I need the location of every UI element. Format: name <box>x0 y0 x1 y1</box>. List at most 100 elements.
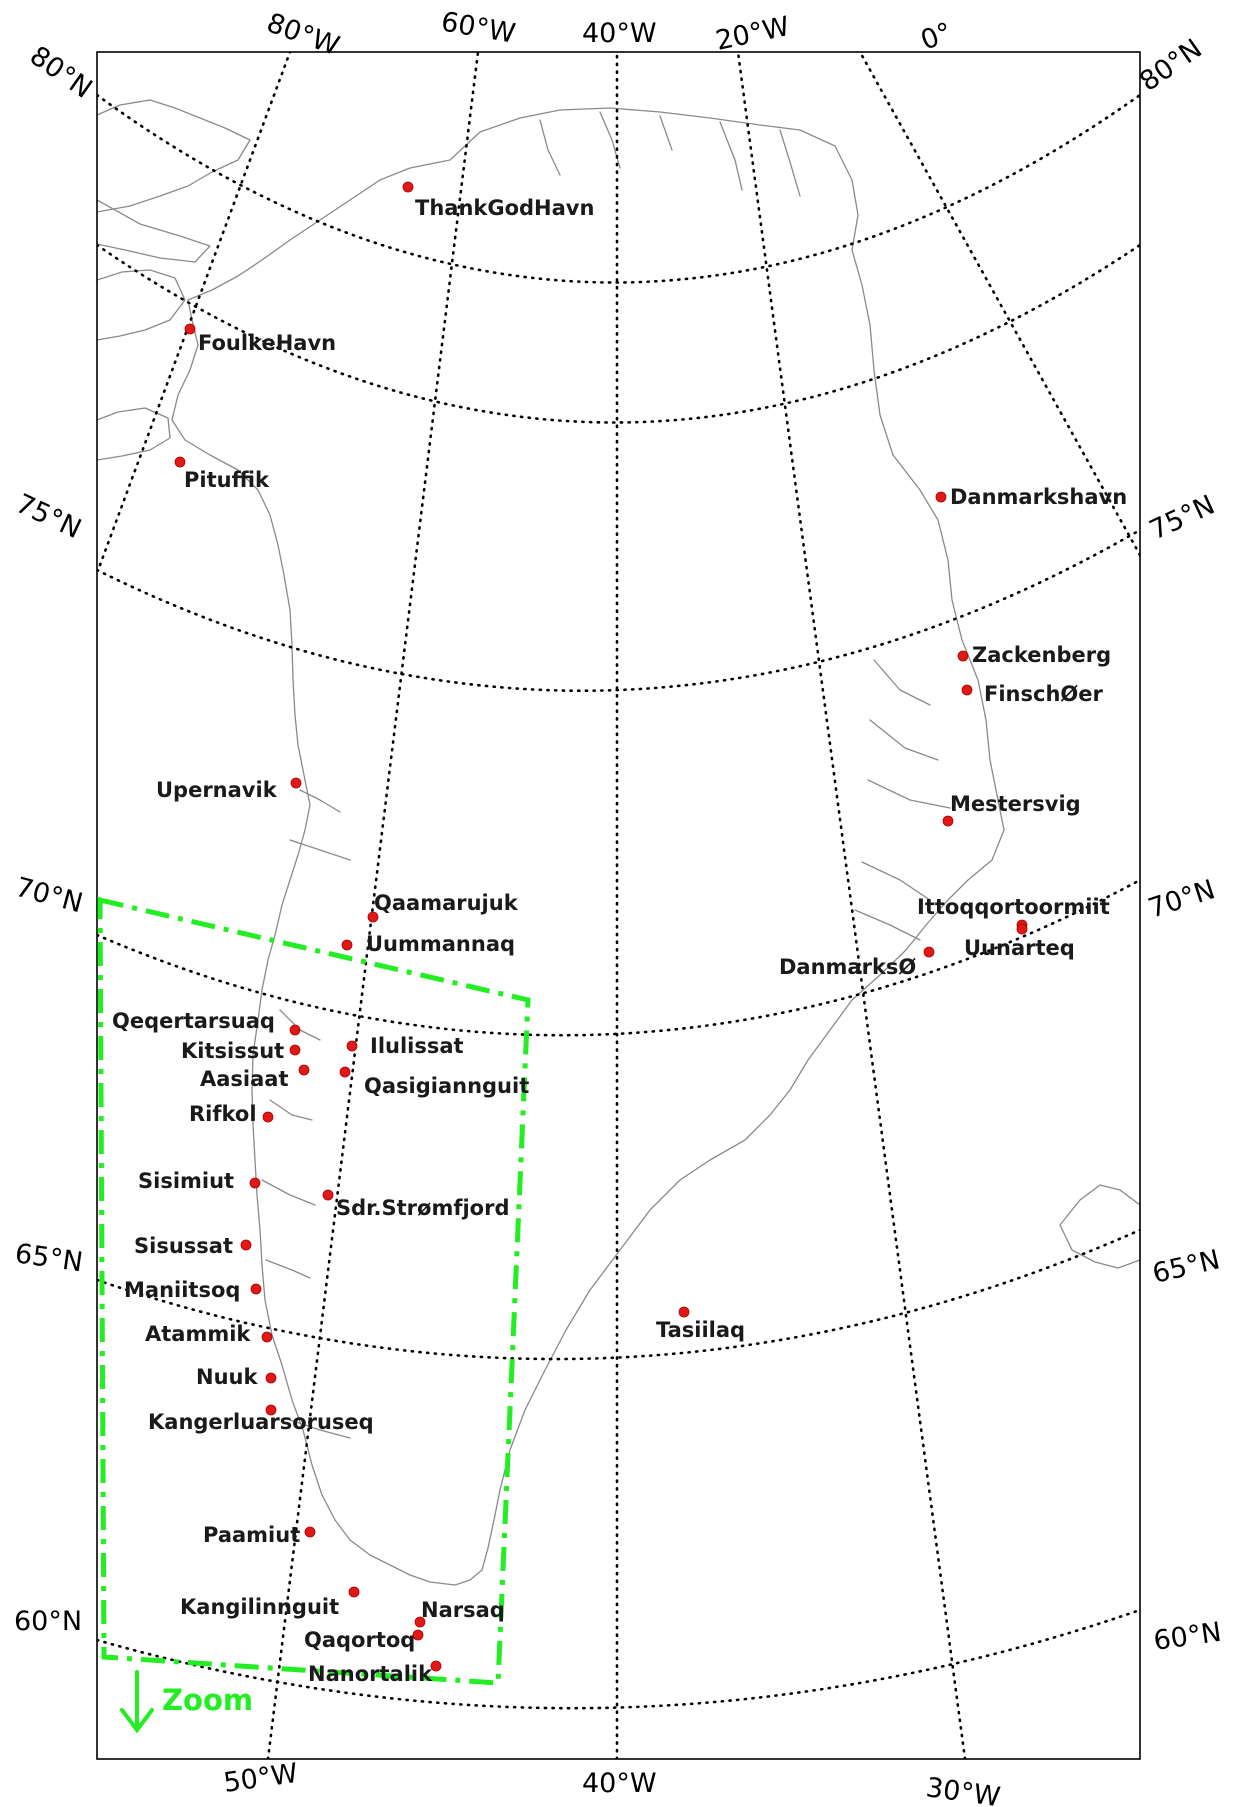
station[interactable]: FoulkeHavn <box>184 323 336 355</box>
station[interactable]: Upernavik <box>156 777 302 802</box>
station-marker[interactable] <box>430 1660 442 1672</box>
station-label: Danmarkshavn <box>950 485 1127 509</box>
station-label: Tasiilaq <box>656 1318 745 1342</box>
station-marker[interactable] <box>289 1024 301 1036</box>
station[interactable]: Uummannaq <box>341 932 515 956</box>
station-marker[interactable] <box>678 1306 690 1318</box>
graticule-label: 70°N <box>12 872 86 920</box>
station[interactable]: Qaamarujuk <box>367 891 519 923</box>
station[interactable]: Aasiaat <box>200 1064 310 1091</box>
graticule-label: 50°W <box>222 1758 300 1799</box>
station-marker[interactable] <box>367 911 379 923</box>
station[interactable]: Qeqertarsuaq <box>112 1009 301 1036</box>
station-label: Maniitsoq <box>124 1278 240 1302</box>
graticule-label: 75°N <box>11 488 86 545</box>
graticule <box>97 52 1140 1759</box>
zoom-region-box <box>97 896 531 1686</box>
graticule-label: 60°N <box>14 1606 82 1637</box>
station-marker[interactable] <box>184 323 196 335</box>
station-marker[interactable] <box>298 1064 310 1076</box>
station-marker[interactable] <box>174 456 186 468</box>
station[interactable]: Sisimiut <box>138 1169 261 1193</box>
station-label: Rifkol <box>189 1102 257 1126</box>
station-marker[interactable] <box>341 939 353 951</box>
station[interactable]: Atammik <box>145 1322 273 1346</box>
station-marker[interactable] <box>289 1044 301 1056</box>
station-layer: ThankGodHavn FoulkeHavn Pituffik Danmark… <box>112 181 1127 1686</box>
station-label: FoulkeHavn <box>198 331 336 355</box>
graticule-label: 40°W <box>582 1768 657 1799</box>
station[interactable]: Nuuk <box>196 1365 277 1389</box>
station-marker[interactable] <box>250 1283 262 1295</box>
station-marker[interactable] <box>961 684 973 696</box>
station[interactable]: Qasigiannguit <box>339 1066 529 1098</box>
map-frame <box>96 51 1141 1760</box>
station[interactable]: FinschØer <box>961 682 1103 706</box>
station[interactable]: ThankGodHavn <box>402 181 594 220</box>
graticule-label: 75°N <box>1145 489 1220 546</box>
station-label: Pituffik <box>184 468 270 492</box>
station[interactable]: Rifkol <box>189 1102 274 1126</box>
station-marker[interactable] <box>322 1189 334 1201</box>
station-marker[interactable] <box>942 815 954 827</box>
station[interactable]: Tasiilaq <box>656 1306 745 1342</box>
station[interactable]: Kangilinnguit <box>180 1586 360 1619</box>
station-marker[interactable] <box>265 1404 277 1416</box>
station-label: Sdr.Strømfjord <box>336 1196 509 1220</box>
station-label: Kitsissut <box>181 1039 284 1063</box>
graticule-label: 65°N <box>13 1238 85 1278</box>
station[interactable]: Maniitsoq <box>124 1278 262 1302</box>
station-label: Qeqertarsuaq <box>112 1009 275 1033</box>
station-label: Ilulissat <box>370 1034 464 1058</box>
station-marker[interactable] <box>414 1616 426 1628</box>
station[interactable]: Nanortalik <box>308 1660 442 1686</box>
station[interactable]: Ilulissat <box>346 1034 464 1058</box>
station-label: Qaqortoq <box>304 1628 415 1652</box>
station-marker[interactable] <box>935 491 947 503</box>
station[interactable]: Pituffik <box>174 456 270 492</box>
station[interactable]: Ittoqqortoormiit <box>917 895 1110 931</box>
station[interactable]: Qaqortoq <box>304 1628 424 1652</box>
station-marker[interactable] <box>290 777 302 789</box>
station-marker[interactable] <box>262 1111 274 1123</box>
graticule-label: 65°N <box>1150 1244 1223 1290</box>
station-marker[interactable] <box>348 1586 360 1598</box>
station[interactable]: DanmarksØ <box>779 946 935 979</box>
station[interactable]: Kitsissut <box>181 1039 301 1063</box>
station-label: Qasigiannguit <box>364 1074 529 1098</box>
station-marker[interactable] <box>240 1239 252 1251</box>
station-marker[interactable] <box>402 181 414 193</box>
station[interactable]: Narsaq <box>414 1598 505 1628</box>
station[interactable]: Uunarteq <box>964 923 1075 960</box>
station-marker[interactable] <box>957 650 969 662</box>
station-marker[interactable] <box>249 1177 261 1189</box>
station-marker[interactable] <box>304 1526 316 1538</box>
station-label: Ittoqqortoormiit <box>917 895 1110 919</box>
station[interactable]: Paamiut <box>203 1523 316 1547</box>
station-label: Uunarteq <box>964 936 1075 960</box>
station-label: Mestersvig <box>950 792 1081 816</box>
graticule-label: 80°N <box>1134 33 1208 97</box>
station-label: DanmarksØ <box>779 955 916 979</box>
station-marker[interactable] <box>339 1066 351 1078</box>
station-marker[interactable] <box>261 1331 273 1343</box>
station-label: Aasiaat <box>200 1067 289 1091</box>
station-label: Nanortalik <box>308 1662 433 1686</box>
station-marker[interactable] <box>1016 923 1028 935</box>
station-label: FinschØer <box>984 682 1103 706</box>
station[interactable]: Kangerluarsoruseq <box>148 1404 374 1434</box>
station[interactable]: Sdr.Strømfjord <box>322 1189 509 1220</box>
station-marker[interactable] <box>346 1040 358 1052</box>
station-marker[interactable] <box>265 1372 277 1384</box>
station-marker[interactable] <box>412 1629 424 1641</box>
station-label: Sisimiut <box>138 1169 234 1193</box>
station[interactable]: Sisussat <box>134 1234 252 1258</box>
graticule-label: 70°N <box>1145 874 1219 925</box>
station[interactable]: Danmarkshavn <box>935 485 1127 509</box>
station-label: ThankGodHavn <box>415 196 594 220</box>
station-label: Qaamarujuk <box>374 891 519 915</box>
station-marker[interactable] <box>923 946 935 958</box>
station[interactable]: Zackenberg <box>957 643 1111 667</box>
station[interactable]: Mestersvig <box>942 792 1081 827</box>
